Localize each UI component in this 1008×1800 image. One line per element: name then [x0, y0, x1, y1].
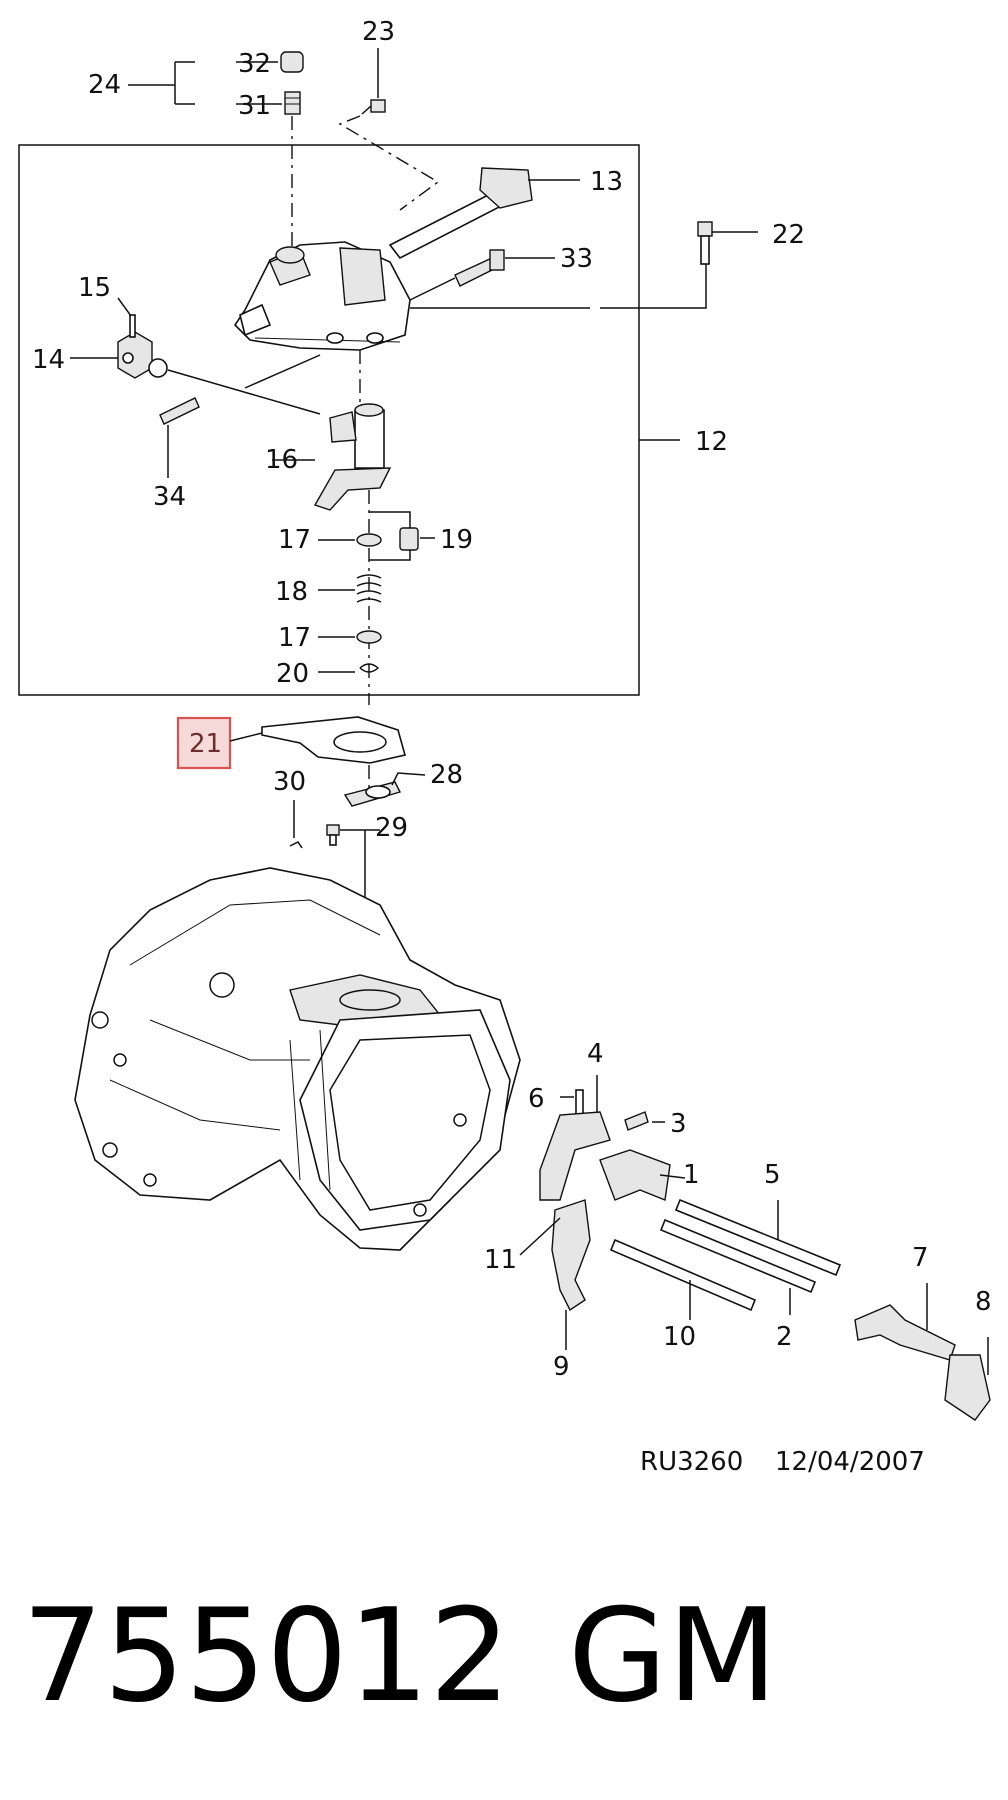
part-17-washer-upper: [356, 533, 382, 547]
part-34-screw: [159, 397, 200, 425]
callout-19: 19: [440, 525, 473, 555]
callout-15: 15: [78, 273, 111, 303]
part-2-rail: [659, 1218, 817, 1294]
diagram-reference-code: RU3260: [640, 1447, 743, 1477]
part-13-shift-shaft: [388, 167, 533, 260]
part-1-fork: [599, 1149, 671, 1201]
part-3-pin: [624, 1111, 649, 1131]
part-9-fork: [551, 1199, 591, 1312]
part-20-clip: [359, 663, 380, 673]
callout-33: 33: [560, 244, 593, 274]
callout-1: 1: [683, 1160, 700, 1190]
callout-34: 34: [153, 482, 186, 512]
callout-6: 6: [528, 1084, 545, 1114]
callout-10: 10: [663, 1322, 696, 1352]
part-31-fitting: [284, 91, 301, 115]
part-16-shift-lever: [313, 403, 392, 511]
part-number: 755012: [22, 1582, 511, 1731]
callout-9: 9: [553, 1352, 570, 1382]
shift-housing-cover: [233, 241, 411, 351]
callout-13: 13: [590, 167, 623, 197]
callout-28: 28: [430, 760, 463, 790]
assembly-box-12: [18, 144, 640, 696]
callout-21-box: [176, 716, 232, 770]
callout-17-upper: 17: [278, 525, 311, 555]
callout-3: 3: [670, 1109, 687, 1139]
part-32-cap: [280, 51, 304, 73]
callout-8: 8: [975, 1287, 992, 1317]
part-33-bolt: [454, 249, 505, 287]
callout-14: 14: [32, 345, 65, 375]
callout-24: 24: [88, 70, 121, 100]
part-30-clip: [289, 841, 303, 849]
callout-29: 29: [375, 813, 408, 843]
callout-23: 23: [362, 17, 395, 47]
part-19-bushing: [399, 527, 419, 551]
part-15-pin: [129, 314, 136, 338]
diagram-reference-date: 12/04/2007: [775, 1447, 925, 1477]
callout-2: 2: [776, 1322, 793, 1352]
callout-22: 22: [772, 220, 805, 250]
part-14-block: [117, 331, 168, 379]
transmission-case: [74, 867, 521, 1251]
part-17-washer-lower: [356, 630, 382, 644]
part-29-bolt: [326, 824, 340, 846]
callout-18: 18: [275, 577, 308, 607]
part-10-rail: [609, 1238, 757, 1312]
part-21-gasket: [261, 716, 406, 764]
part-18-spring: [356, 574, 382, 603]
part-5-rail: [674, 1198, 842, 1277]
callout-32: 32: [238, 49, 271, 79]
callout-12: 12: [695, 427, 728, 457]
part-23-screw: [361, 99, 386, 115]
callout-5: 5: [764, 1160, 781, 1190]
part-28-bracket: [343, 781, 402, 807]
brand-name: GM: [568, 1582, 778, 1731]
callout-11: 11: [484, 1245, 517, 1275]
callout-20: 20: [276, 659, 309, 689]
callout-7: 7: [912, 1243, 929, 1273]
part-7-bracket: [854, 1304, 956, 1361]
part-4-fork: [539, 1111, 611, 1201]
callout-21: 21: [189, 729, 222, 759]
callout-31: 31: [238, 91, 271, 121]
callout-30: 30: [273, 767, 306, 797]
callout-17-lower: 17: [278, 623, 311, 653]
part-22-bolt: [697, 221, 713, 265]
callout-4: 4: [587, 1039, 604, 1069]
part-8-lever: [944, 1354, 991, 1421]
callout-16: 16: [265, 445, 298, 475]
